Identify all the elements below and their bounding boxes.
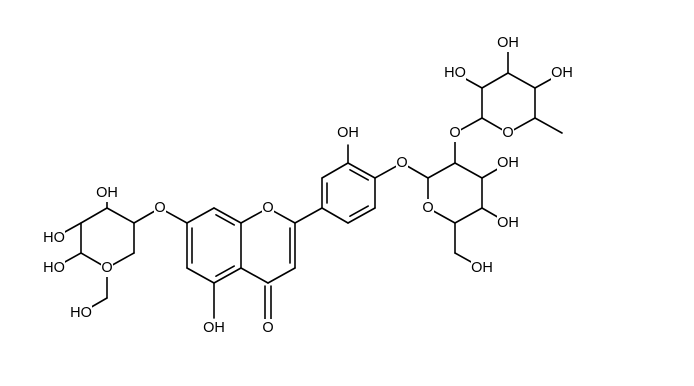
double-bond-inner bbox=[349, 168, 370, 181]
label-mask bbox=[101, 259, 113, 277]
label-mask bbox=[502, 124, 514, 142]
single-bond bbox=[374, 165, 397, 179]
ring-oxygen-label: O bbox=[502, 125, 513, 141]
hydroxyl-label: OH bbox=[337, 125, 359, 141]
label-mask bbox=[497, 34, 519, 52]
single-bond bbox=[347, 162, 376, 179]
label-mask bbox=[262, 319, 274, 337]
single-bond bbox=[294, 207, 323, 224]
label-mask bbox=[396, 154, 408, 172]
single-bond bbox=[273, 210, 296, 224]
label-mask bbox=[70, 304, 92, 322]
single-bond bbox=[534, 117, 563, 134]
hydroxyl-label: HO bbox=[444, 65, 466, 81]
label-mask bbox=[337, 124, 359, 142]
label-mask bbox=[262, 199, 274, 217]
single-bond bbox=[267, 267, 296, 284]
label-mask bbox=[43, 259, 65, 277]
single-bond bbox=[427, 162, 456, 179]
hydroxyl-label: OH bbox=[96, 185, 118, 201]
single-bond bbox=[213, 207, 242, 224]
bond-layer bbox=[53, 42, 563, 320]
single-bond bbox=[240, 210, 263, 224]
hydroxyl-label: OH bbox=[471, 260, 493, 276]
double-bond-inner bbox=[215, 265, 236, 278]
carbonyl-oxygen-label: O bbox=[262, 320, 273, 336]
label-mask bbox=[551, 64, 573, 82]
double-bond-inner bbox=[349, 205, 370, 218]
label-mask bbox=[154, 199, 166, 217]
label-mask bbox=[471, 259, 493, 277]
single-bond bbox=[460, 117, 483, 131]
ring-oxygen-label: O bbox=[262, 200, 273, 216]
single-bond bbox=[347, 207, 376, 224]
single-bond bbox=[454, 162, 483, 179]
glycosidic-oxygen-label: O bbox=[154, 200, 165, 216]
label-mask bbox=[497, 154, 519, 172]
label-mask bbox=[422, 199, 434, 217]
hydroxyl-label: OH bbox=[497, 35, 519, 51]
hydroxyl-label: HO bbox=[43, 230, 65, 246]
single-bond bbox=[407, 165, 429, 179]
ring-oxygen-label: O bbox=[101, 260, 112, 276]
ring-oxygen-label: O bbox=[422, 200, 433, 216]
glycosidic-oxygen-label: O bbox=[449, 125, 460, 141]
single-bond bbox=[106, 207, 135, 224]
hydroxyl-label: HO bbox=[43, 260, 65, 276]
single-bond bbox=[133, 210, 155, 224]
single-bond bbox=[481, 72, 509, 89]
label-mask bbox=[43, 229, 65, 247]
hydroxyl-label: OH bbox=[551, 65, 573, 81]
double-bond-inner bbox=[215, 213, 236, 226]
label-mask bbox=[203, 319, 225, 337]
label-mask bbox=[497, 214, 519, 232]
single-bond bbox=[321, 162, 349, 179]
hydroxyl-label: OH bbox=[203, 320, 225, 336]
label-mask bbox=[96, 184, 118, 202]
single-bond bbox=[165, 210, 188, 224]
single-bond bbox=[454, 207, 483, 224]
hydroxyl-label: HO bbox=[70, 305, 92, 321]
single-bond bbox=[507, 72, 536, 89]
glycosidic-oxygen-label: O bbox=[396, 155, 407, 171]
single-bond bbox=[213, 267, 242, 284]
single-bond bbox=[186, 207, 215, 224]
single-bond bbox=[240, 267, 269, 284]
single-bond bbox=[80, 207, 108, 224]
single-bond bbox=[321, 207, 349, 224]
hydroxyl-label: OH bbox=[497, 215, 519, 231]
label-mask bbox=[449, 124, 461, 142]
single-bond bbox=[186, 267, 215, 284]
label-mask bbox=[444, 64, 466, 82]
hydroxyl-label: OH bbox=[497, 155, 519, 171]
